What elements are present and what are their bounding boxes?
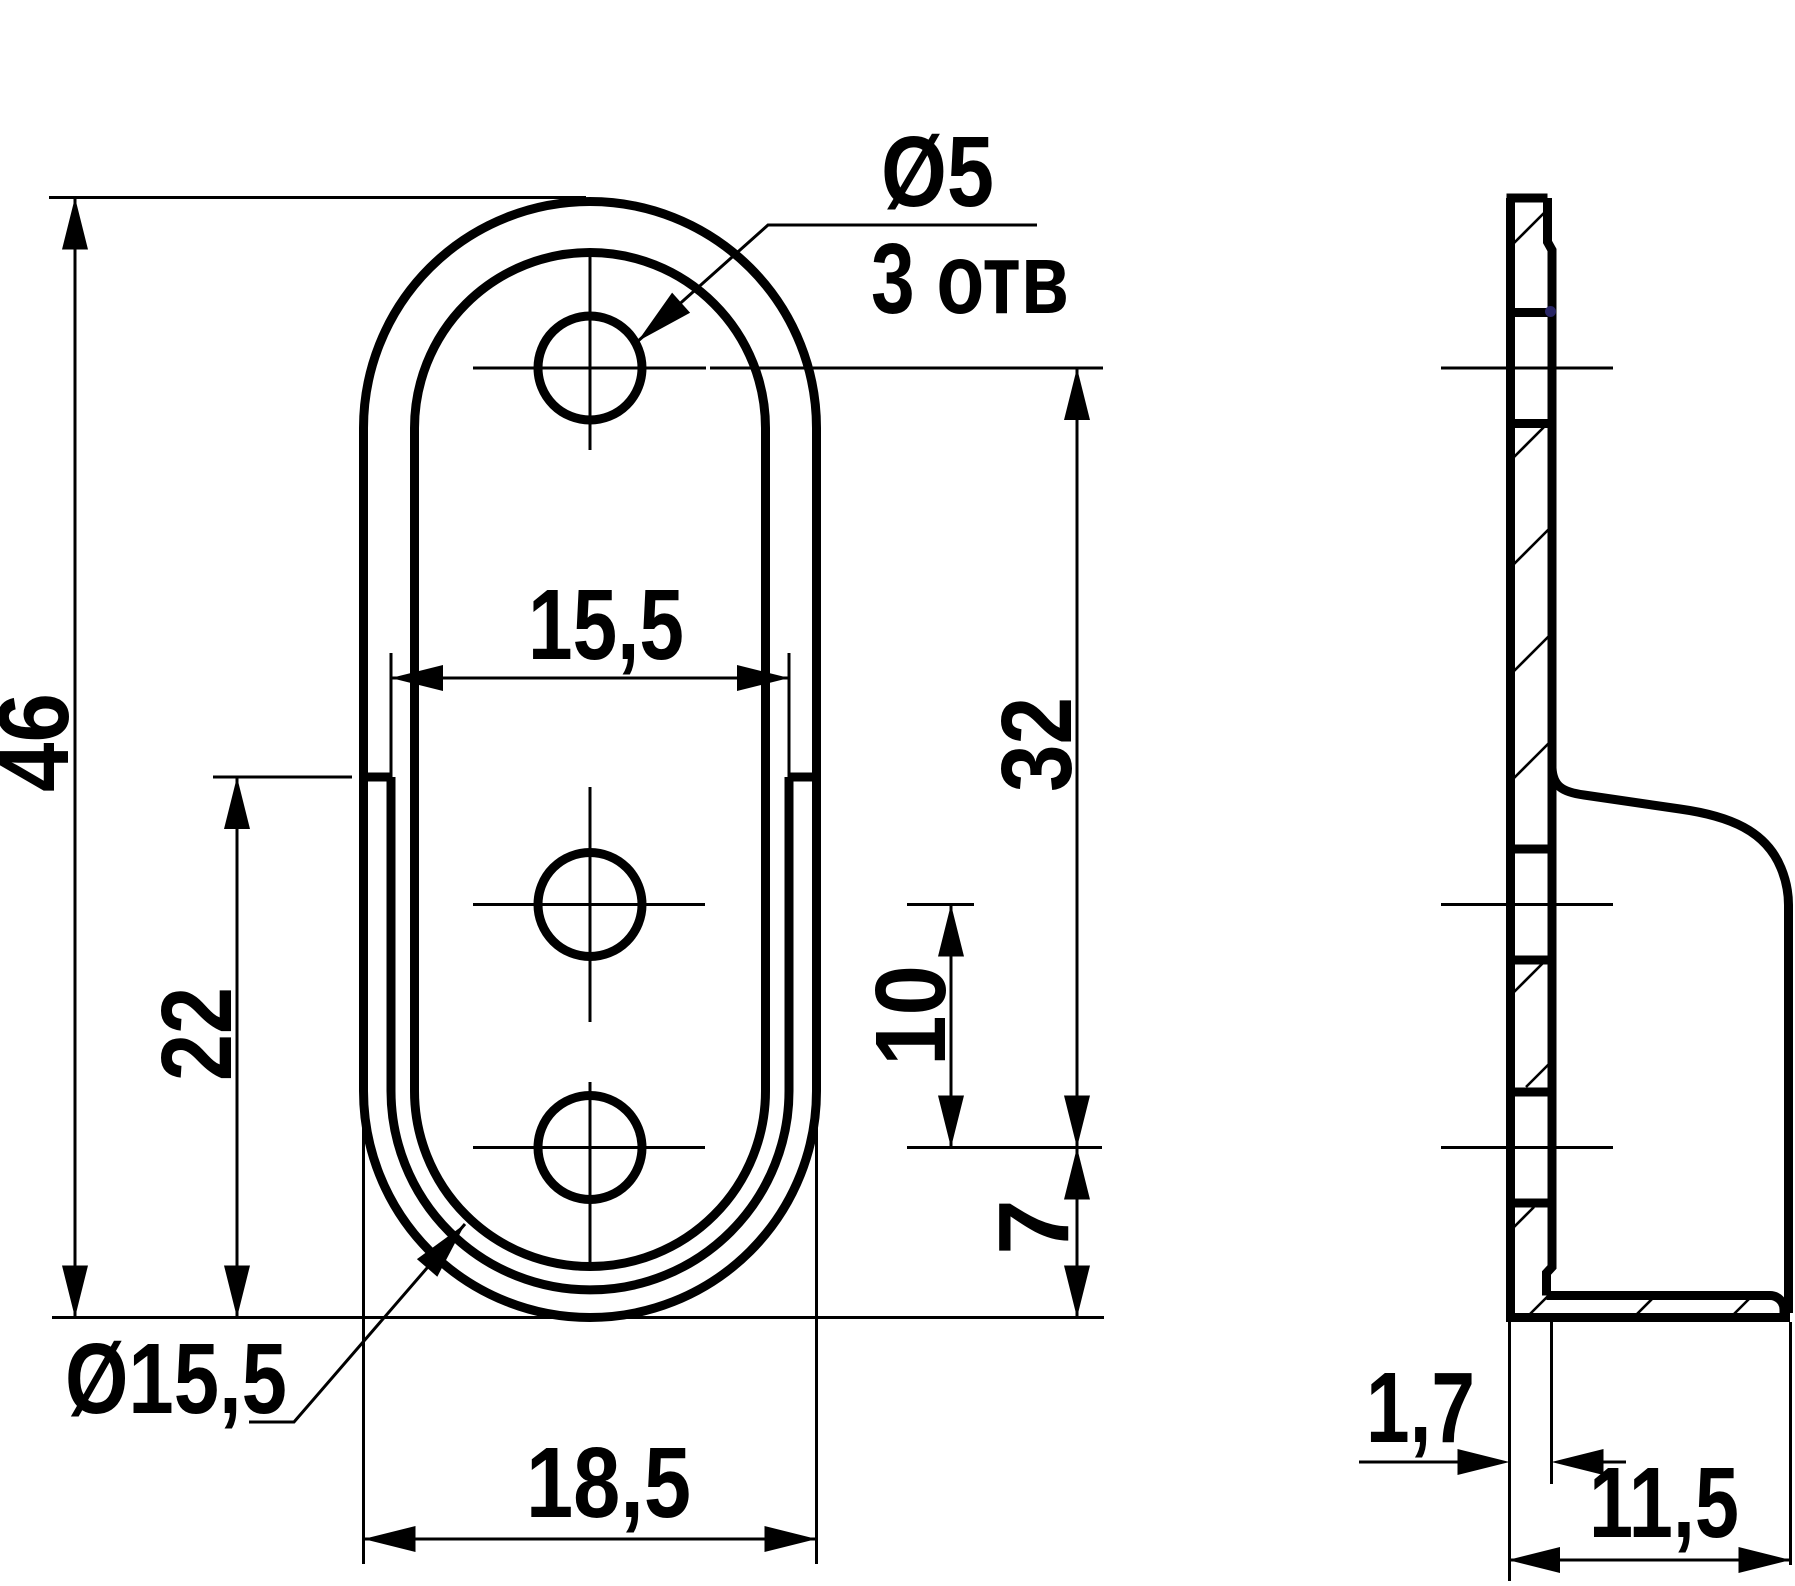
front-outer-contour: [359, 197, 821, 1322]
arrowhead-right: [737, 665, 789, 691]
dim-text-10: 10: [855, 965, 967, 1066]
hatch-line: [1512, 742, 1550, 780]
dim-overall-height: 46: [0, 196, 1104, 1319]
hatch-line: [1512, 1206, 1535, 1229]
dim-hole-gap: 10: [855, 903, 974, 1148]
front-inner-contour: [410, 248, 770, 1271]
arrowhead-down: [938, 1095, 964, 1148]
dim-hole-span: 32: [710, 366, 1103, 1149]
front-view: [359, 197, 821, 1322]
note-hole-diameter: Ø5 3 отв: [636, 116, 1069, 343]
dim-thickness: 1,7: [1359, 1322, 1626, 1581]
dim-hole-edge-offset: 7: [978, 1147, 1090, 1318]
arrowhead-up: [1064, 1147, 1090, 1200]
dim-depth: 11,5: [1508, 1322, 1792, 1573]
arrowhead-left: [1551, 1449, 1604, 1475]
side-wall-top-line: [1546, 1291, 1789, 1313]
hatch-line: [1525, 1063, 1550, 1088]
note-rim-diameter: Ø15,5: [65, 1223, 467, 1435]
arrowhead-up: [224, 777, 250, 829]
arrowhead-down: [224, 1265, 250, 1318]
arrowhead-down: [1064, 1095, 1090, 1148]
hatch-line: [1512, 635, 1550, 673]
side-plate-right-edge: [1542, 198, 1557, 1296]
arrowhead-right: [1457, 1449, 1510, 1475]
dim-text-46: 46: [0, 693, 90, 792]
hatch-line: [1730, 1294, 1754, 1318]
note-text-rim-diameter: Ø15,5: [65, 1323, 287, 1435]
arrowhead-up: [938, 904, 964, 957]
dim-text-1-7: 1,7: [1366, 1352, 1475, 1464]
hatch-line: [1633, 1294, 1657, 1318]
arrowhead-up: [1064, 368, 1090, 420]
dim-text-7: 7: [978, 1199, 1090, 1255]
arrowhead-left: [363, 1526, 416, 1552]
leader-arrowhead: [416, 1224, 465, 1277]
centerlines-side: [1441, 366, 1613, 1149]
leader-line: [249, 1223, 467, 1424]
dim-text-22: 22: [141, 987, 253, 1081]
arrowhead-right: [1738, 1547, 1791, 1573]
hatch-line: [1512, 207, 1550, 245]
note-text-hole-count: 3 отв: [871, 223, 1069, 335]
dim-text-18-5: 18,5: [526, 1427, 691, 1539]
arrowhead-down: [1064, 1265, 1090, 1318]
note-text-hole-diameter: Ø5: [881, 116, 994, 228]
arrowhead-down: [62, 1265, 88, 1318]
dim-text-32: 32: [981, 697, 1093, 792]
hatch-line: [1526, 1294, 1550, 1318]
dim-slot-width: 15,5: [389, 569, 791, 779]
hatch-line: [1512, 421, 1550, 459]
hatch-line: [1512, 528, 1550, 566]
arrowhead-left: [391, 665, 443, 691]
side-flange-curve: [1547, 767, 1793, 1313]
front-rim-contour: [386, 777, 794, 1295]
leader-arrowhead: [637, 292, 691, 342]
dim-text-15-5: 15,5: [528, 569, 684, 681]
hatch-line: [1512, 956, 1550, 994]
side-hatching: [1512, 207, 1754, 1318]
leader-line: [636, 223, 1037, 343]
dim-outer-width: 18,5: [362, 1096, 818, 1564]
dim-wall-height: 22: [141, 775, 352, 1318]
arrowhead-up: [62, 197, 88, 250]
arrowhead-right: [764, 1526, 817, 1552]
artifact-dot: [1545, 306, 1556, 317]
side-view: [1441, 193, 1793, 1322]
centerlines-front: [473, 253, 706, 1264]
arrowhead-left: [1508, 1547, 1560, 1573]
dim-text-11-5: 11,5: [1589, 1447, 1739, 1559]
